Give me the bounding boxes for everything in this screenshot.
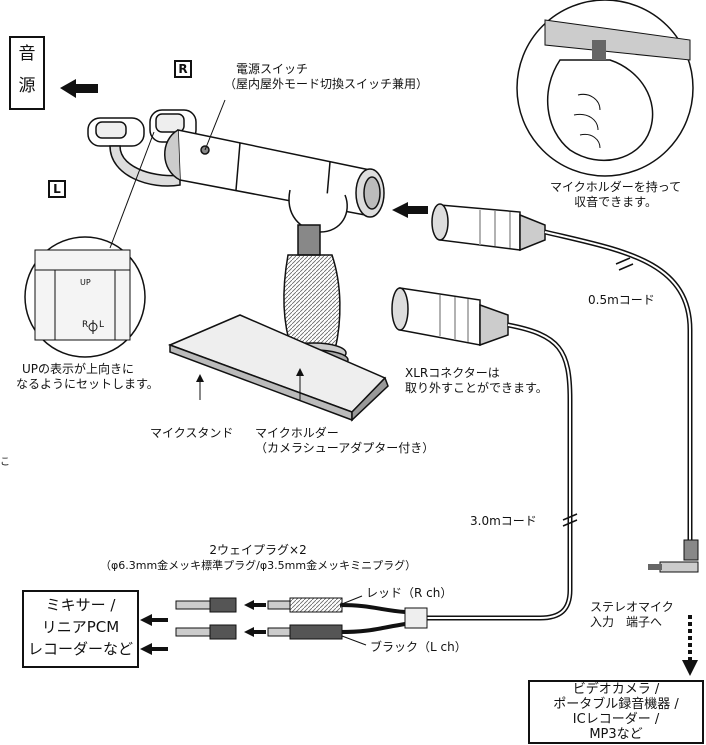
two-way-adapter-top (176, 598, 236, 612)
mixer-box: ミキサー / リニアPCM レコーダーなど (22, 590, 139, 668)
source-line2: 源 (11, 70, 43, 102)
power-switch-line1: 電源スイッチ (224, 62, 428, 77)
xlr-note-line2: 取り外すことができます。 (405, 381, 548, 396)
xlr-note: XLRコネクターは 取り外すことができます。 (405, 366, 548, 396)
up-orientation-inset (25, 132, 154, 357)
camera-line2: ポータブル録音機器 / (530, 697, 702, 712)
rca-plug-red (268, 598, 342, 612)
mic-stand-label: マイクスタンド (150, 426, 233, 441)
red-label: レッド（R ch） (366, 586, 452, 601)
holder-note: マイクホルダーを持って 収音できます。 (550, 180, 681, 210)
two-way-adapter-bottom (176, 625, 236, 639)
black-label: ブラック（L ch） (370, 640, 467, 655)
source-line1: 音 (11, 38, 43, 70)
xlr-note-line1: XLRコネクターは (405, 366, 548, 381)
mixer-line1: ミキサー / (24, 594, 137, 616)
edge-char: こ (0, 455, 10, 470)
mixer-line3: レコーダーなど (24, 638, 137, 660)
splitter (340, 605, 427, 632)
camera-box: ビデオカメラ / ポータブル録音機器 / ICレコーダー / MP3など (528, 680, 704, 744)
up-note-line1: UPの表示が上向きに (16, 362, 159, 377)
power-switch-line2: （屋内屋外モード切換スイッチ兼用） (224, 77, 428, 92)
camera-line1: ビデオカメラ / (530, 682, 702, 697)
cord-05-label: 0.5mコード (588, 293, 655, 308)
mixer-line2: リニアPCM (24, 616, 137, 638)
to-source-arrow (60, 79, 98, 98)
inset-l-text: L (99, 318, 104, 333)
rca-plug-black (268, 625, 342, 639)
source-box: 音 源 (9, 36, 45, 110)
xlr-insert-arrow (392, 202, 428, 218)
to-input-arrow (682, 615, 698, 676)
mini-plug (648, 540, 698, 572)
up-note: UPの表示が上向きに なるようにセットします。 (16, 362, 159, 392)
inset-up-text: UP (80, 275, 91, 290)
xlr-connector-05m (432, 204, 545, 250)
two-way-line2: （φ6.3mm金メッキ標準プラグ/φ3.5mm金メッキミニプラグ） (100, 558, 416, 573)
stereo-note-line1: ステレオマイク (590, 600, 674, 615)
two-way-label: 2ウェイプラグ×2 （φ6.3mm金メッキ標準プラグ/φ3.5mm金メッキミニプ… (100, 543, 416, 573)
up-note-line2: なるようにセットします。 (16, 377, 159, 392)
two-way-line1: 2ウェイプラグ×2 (100, 543, 416, 558)
power-switch-label: 電源スイッチ （屋内屋外モード切換スイッチ兼用） (224, 62, 428, 92)
holder-note-line2: 収音できます。 (550, 195, 681, 210)
mic-holder-line1: マイクホルダー (255, 426, 434, 441)
mic-holder-label: マイクホルダー （カメラシューアダプター付き） (255, 426, 434, 456)
stereo-note-line2: 入力 端子へ (590, 615, 674, 630)
holder-note-line1: マイクホルダーを持って (550, 180, 681, 195)
tag-l: L (48, 180, 66, 198)
tag-r: R (174, 60, 192, 78)
hand-holding-mic (517, 0, 693, 176)
xlr-connector-30m (392, 288, 508, 345)
inset-r-text: R (82, 318, 88, 333)
cord-30-label: 3.0mコード (470, 514, 537, 529)
stereo-input-note: ステレオマイク 入力 端子へ (590, 600, 674, 630)
camera-line3: ICレコーダー / (530, 712, 702, 727)
mic-holder-line2: （カメラシューアダプター付き） (255, 441, 434, 456)
mic-holder-illustration (170, 190, 388, 420)
camera-line4: MP3など (530, 727, 702, 742)
